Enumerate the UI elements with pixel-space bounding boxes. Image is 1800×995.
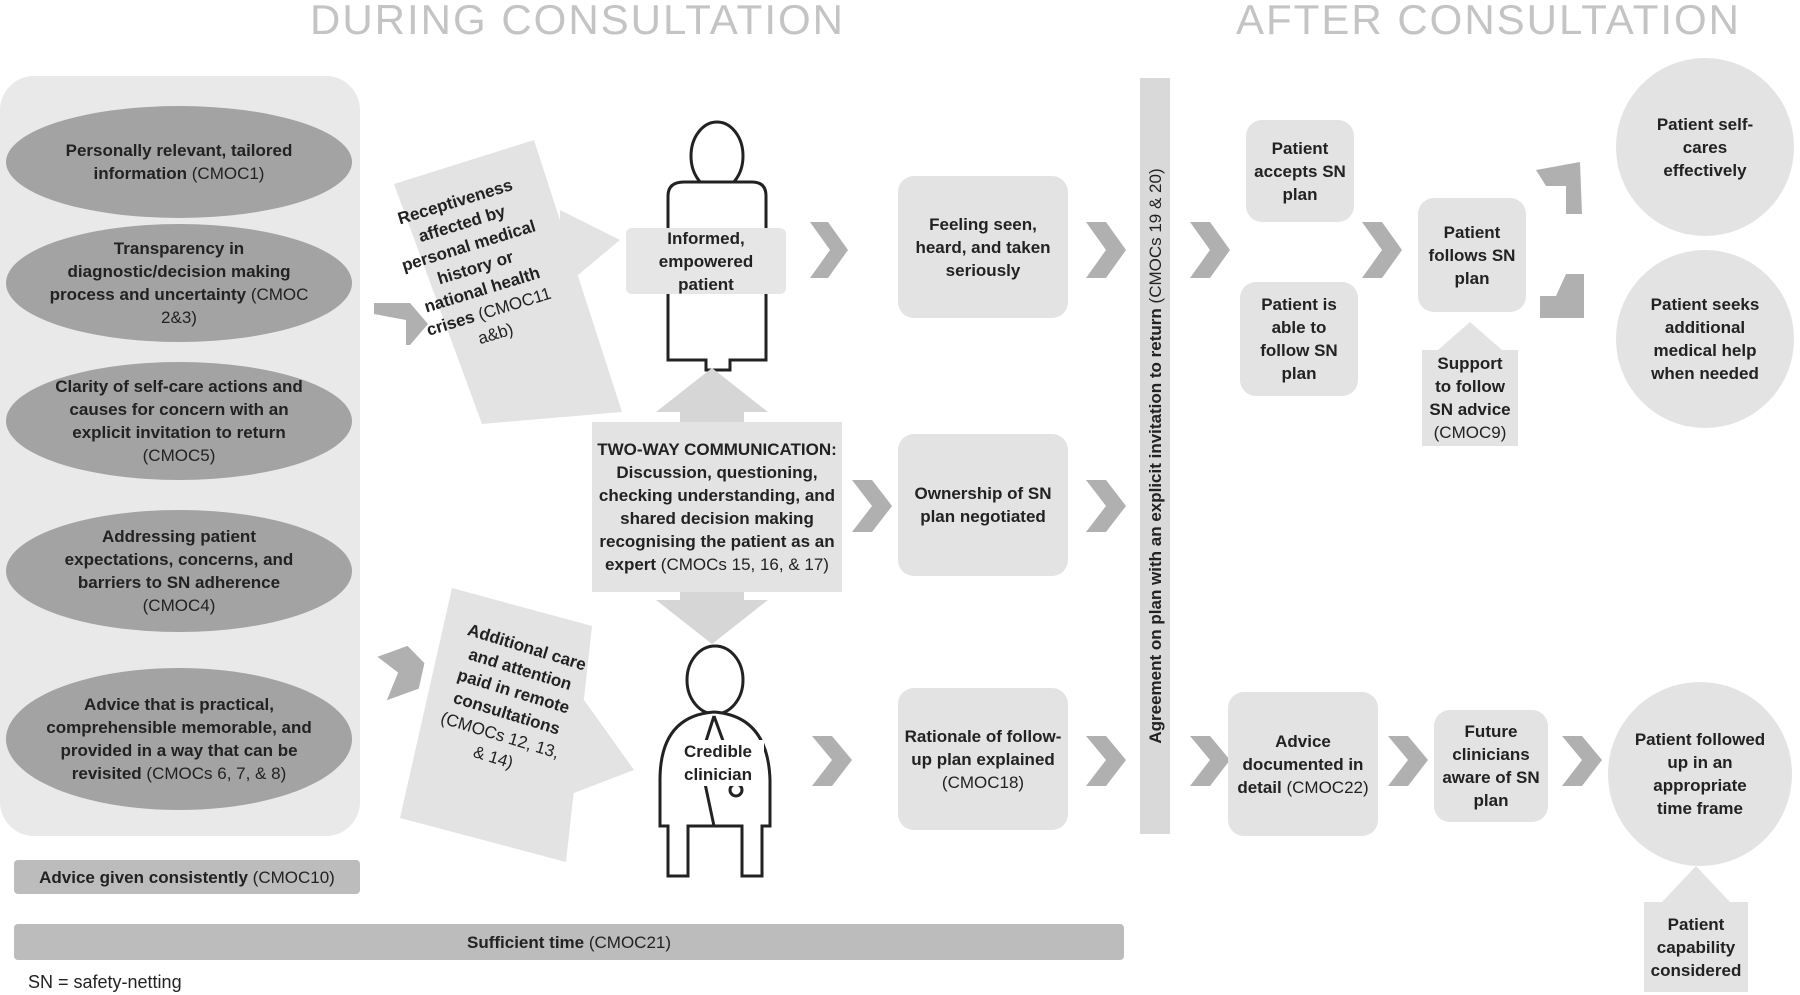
seeks-help-label: Patient seeks additional medical help wh… [1650,295,1760,383]
two-way-ref: (CMOCs 15, 16, & 17) [660,555,829,574]
followed-up-circle: Patient followed up in an appropriate ti… [1608,682,1792,866]
followed-up-label: Patient followed up in an appropriate ti… [1634,730,1766,818]
ownership-label: Ownership of SN plan negotiated [914,484,1052,526]
future-clinicians-box: Future clinicians aware of SN plan [1434,710,1548,822]
factor-label: Transparency in diagnostic/decision maki… [49,239,291,304]
after-consultation-header: AFTER CONSULTATION [1236,0,1742,43]
chevron-right-icon [374,303,428,345]
ownership-box: Ownership of SN plan negotiated [898,434,1068,576]
factor-tailored-information: Personally relevant, tailored informatio… [6,106,352,218]
self-cares-circle: Patient self-cares effectively [1616,58,1794,236]
two-way-body: Discussion, questioning, checking unders… [598,463,836,574]
factor-expectations: Addressing patient expectations, concern… [6,510,352,632]
clinician-label: Credible clinician [683,742,753,784]
consistent-ref: (CMOC10) [252,867,335,887]
support-ref: (CMOC9) [1433,423,1507,442]
feeling-seen-label: Feeling seen, heard, and taken seriously [915,214,1051,280]
rationale-box: Rationale of follow-up plan explained (C… [898,688,1068,830]
factor-practical-advice: Advice that is practical, comprehensible… [6,668,352,810]
capability-pointer [1662,866,1730,902]
chevron-right-icon [852,480,892,532]
chevron-down-right-icon [1540,274,1584,318]
rationale-label: Rationale of follow-up plan explained [904,726,1062,769]
factor-ref: (CMOC4) [142,596,216,615]
clinician-label-box: Credible clinician [672,740,764,786]
chevron-right-icon [1388,736,1428,786]
patient-accepts-label: Patient accepts SN plan [1254,138,1346,204]
capability-box: Patient capability considered [1644,902,1748,992]
agreement-ref: (CMOCs 19 & 20) [1145,168,1165,304]
chevron-right-icon [1362,222,1402,278]
chevron-up-right-icon [1536,162,1582,214]
sufficient-time-bar: Sufficient time (CMOC21) [14,924,1124,960]
factor-label: Clarity of self-care actions and causes … [55,377,303,442]
chevron-right-icon [1086,222,1126,278]
advice-documented-box: Advice documented in detail (CMOC22) [1228,692,1378,836]
advice-documented-label: Advice documented in detail [1237,731,1364,797]
patient-follows-label: Patient follows SN plan [1428,222,1516,288]
chevron-right-icon [1562,736,1602,786]
footnote: SN = safety-netting [28,972,182,992]
factor-label: Addressing patient expectations, concern… [64,527,294,592]
chevron-right-icon [1190,736,1230,786]
future-clinicians-label: Future clinicians aware of SN plan [1442,722,1540,810]
agreement-bar [1140,78,1170,834]
patient-able-box: Patient is able to follow SN plan [1240,282,1358,396]
advice-documented-ref: (CMOC22) [1286,777,1369,797]
two-way-communication-box: TWO-WAY COMMUNICATION: Discussion, quest… [592,422,842,592]
factor-label: Advice that is practical, comprehensible… [46,695,312,783]
chevron-right-icon [812,736,852,786]
patient-label-box: Informed, empowered patient [626,228,786,294]
sufficient-time-label: Sufficient time [466,932,585,952]
factor-ref: (CMOC1) [191,164,265,183]
patient-able-label: Patient is able to follow SN plan [1260,295,1338,383]
factor-label: Personally relevant, tailored informatio… [65,141,293,183]
chevron-right-icon [1086,480,1126,532]
patient-accepts-box: Patient accepts SN plan [1246,120,1354,222]
advice-consistent-bar: Advice given consistently (CMOC10) [14,860,360,894]
agreement-label: Agreement on plan with an explicit invit… [1145,308,1165,744]
chevron-icons [374,162,1602,786]
support-box: Support to follow SN advice (CMOC9) [1422,350,1518,446]
sufficient-time-ref: (CMOC21) [588,932,672,952]
consistent-label: Advice given consistently [39,867,248,887]
factor-transparency: Transparency in diagnostic/decision maki… [6,224,352,342]
receptiveness-callout [394,140,622,424]
self-cares-label: Patient self-cares effectively [1656,114,1754,180]
patient-label: Informed, empowered patient [658,228,754,294]
support-pointer [1438,322,1502,350]
agreement-text: Agreement on plan with an explicit invit… [1140,78,1170,834]
during-consultation-header: DURING CONSULTATION [310,0,846,43]
additional-care-callout [400,588,634,862]
factor-ref: (CMOC 2&3) [161,285,309,327]
factor-self-care-clarity: Clarity of self-care actions and causes … [6,362,352,480]
patient-follows-box: Patient follows SN plan [1418,198,1526,312]
factor-ref: (CMOCs 6, 7, & 8) [146,764,287,783]
chevron-right-icon [1086,736,1126,786]
factor-ref: (CMOC5) [142,446,216,465]
chevron-right-icon [377,645,425,701]
capability-label: Patient capability considered [1650,914,1742,980]
support-label: Support to follow SN advice [1429,354,1511,419]
two-way-title: TWO-WAY COMMUNICATION: [597,440,837,459]
chevron-right-icon [810,222,848,278]
chevron-right-icon [1190,222,1230,278]
rationale-ref: (CMOC18) [941,772,1025,792]
seeks-help-circle: Patient seeks additional medical help wh… [1616,250,1794,428]
feeling-seen-box: Feeling seen, heard, and taken seriously [898,176,1068,318]
